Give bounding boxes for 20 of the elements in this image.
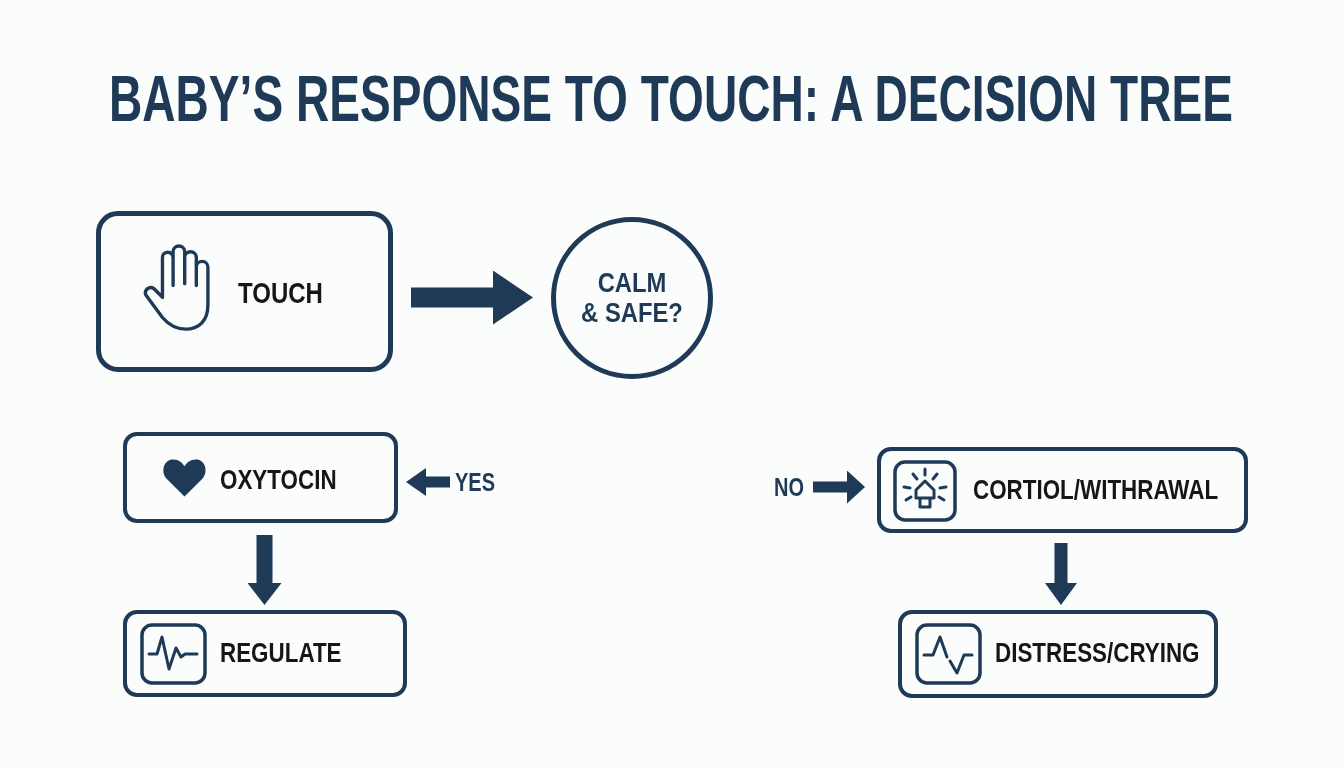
node-label: TOUCH — [238, 275, 323, 311]
arrow — [247, 535, 282, 605]
node-label: REGULATE — [220, 636, 342, 670]
process-box — [877, 447, 1248, 533]
node-label: DISTRESS/CRYING — [995, 636, 1200, 670]
arrow — [406, 468, 450, 496]
node-label: CALM & SAFE? — [580, 268, 684, 328]
diagram-title: BABY’S RESPONSE TO TOUCH: A DECISION TREE — [109, 63, 1233, 137]
node-label: OXYTOCIN — [220, 463, 337, 497]
node-label: CORTIOL/WITHRAWAL — [973, 473, 1219, 507]
process-box — [123, 432, 398, 523]
arrow — [1045, 543, 1077, 605]
process-box — [898, 610, 1218, 698]
arrow — [813, 470, 865, 504]
arrow — [411, 270, 533, 325]
process-box — [96, 211, 393, 372]
process-box — [123, 610, 407, 697]
branch-label: YES — [455, 467, 495, 497]
decision-circle — [551, 217, 713, 379]
branch-label: NO — [774, 472, 804, 502]
